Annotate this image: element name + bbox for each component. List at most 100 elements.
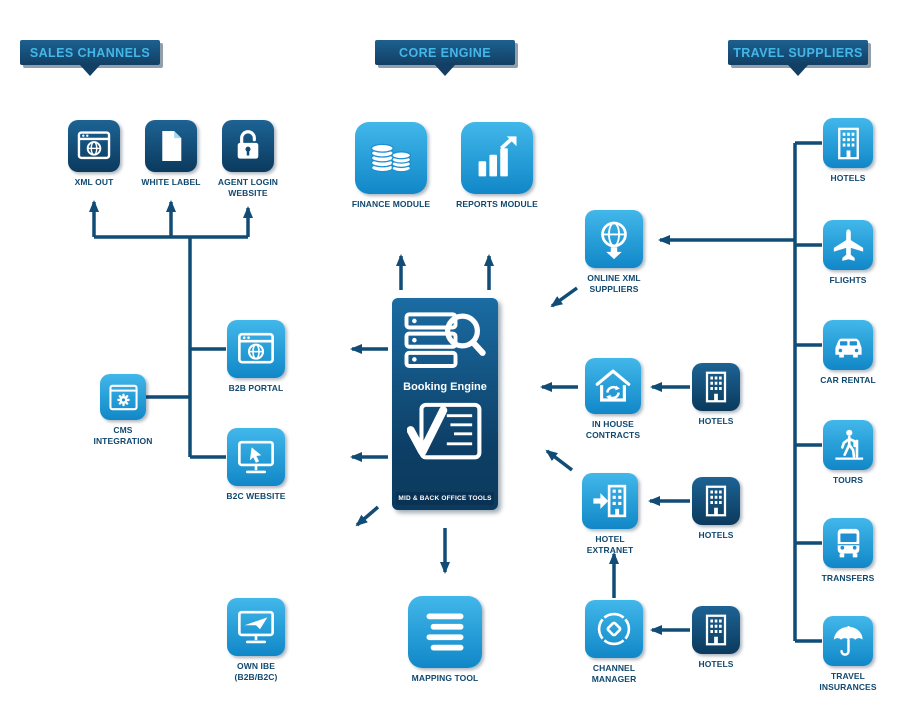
icon-tile xyxy=(222,120,274,172)
icon-tile xyxy=(823,320,873,370)
header-core-engine: CORE ENGINE xyxy=(375,40,515,76)
icon-tile xyxy=(227,598,285,656)
node-label: TRANSFERS xyxy=(821,573,875,583)
house-sync-icon xyxy=(592,365,634,407)
node-hotels-extranet: HOTELS xyxy=(681,477,751,541)
icon-tile xyxy=(227,320,285,378)
node-in-house-contracts: IN HOUSE CONTRACTS xyxy=(573,358,653,441)
node-sup-car-rental: CAR RENTAL xyxy=(808,320,888,386)
node-hotels-channel: HOTELS xyxy=(681,606,751,670)
node-label: IN HOUSE CONTRACTS xyxy=(585,419,641,441)
node-online-xml-suppliers: ONLINE XML SUPPLIERS xyxy=(574,210,654,295)
building-icon xyxy=(830,125,867,162)
monitor-plane-icon xyxy=(235,606,277,648)
node-mapping-tool: MAPPING TOOL xyxy=(400,596,490,684)
icon-tile xyxy=(823,518,873,568)
icon-tile xyxy=(585,358,641,414)
node-cms-integration: CMS INTEGRATION xyxy=(88,374,158,447)
globe-download-icon xyxy=(592,217,636,261)
building-icon xyxy=(698,483,734,519)
node-label: HOTELS xyxy=(830,173,866,183)
node-label: OWN IBE (B2B/B2C) xyxy=(234,661,278,683)
icon-tile xyxy=(68,120,120,172)
icon-tile xyxy=(585,210,643,268)
icon-tile xyxy=(582,473,638,529)
node-label: REPORTS MODULE xyxy=(456,199,538,209)
node-label: XML OUT xyxy=(74,177,114,187)
node-label: MAPPING TOOL xyxy=(411,673,479,683)
building-arrow-icon xyxy=(589,480,631,522)
node-label: B2C WEBSITE xyxy=(226,491,286,501)
building-icon xyxy=(698,612,734,648)
header-label: SALES CHANNELS xyxy=(29,45,151,60)
node-label: CHANNEL MANAGER xyxy=(591,663,637,685)
node-b2b-portal: B2B PORTAL xyxy=(216,320,296,394)
booking-engine-node: Booking Engine MID & BACK OFFICE TOOLS xyxy=(392,298,498,510)
icon-tile xyxy=(585,600,643,658)
window-gear-icon xyxy=(107,381,140,414)
server-search-icon xyxy=(403,310,487,373)
list-icon xyxy=(420,607,470,657)
node-label: HOTELS xyxy=(698,416,734,426)
node-label: FLIGHTS xyxy=(829,275,867,285)
node-finance-module: FINANCE MODULE xyxy=(346,122,436,210)
node-hotel-extranet: HOTEL EXTRANET xyxy=(580,473,640,556)
document-icon xyxy=(152,127,190,165)
browser-globe-icon xyxy=(235,328,277,370)
hub-arrows-icon xyxy=(593,608,635,650)
node-sup-travel-insurances: TRAVEL INSURANCES xyxy=(808,616,888,693)
node-label: FINANCE MODULE xyxy=(351,199,431,209)
icon-tile xyxy=(355,122,427,194)
node-label: ONLINE XML SUPPLIERS xyxy=(587,273,641,295)
icon-tile xyxy=(823,220,873,270)
lock-icon xyxy=(229,127,267,165)
node-sup-transfers: TRANSFERS xyxy=(808,518,888,584)
booking-engine-title: Booking Engine xyxy=(403,381,487,393)
node-label: CMS INTEGRATION xyxy=(93,425,153,447)
icon-tile xyxy=(227,428,285,486)
umbrella-icon xyxy=(830,623,867,660)
node-sup-tours: TOURS xyxy=(808,420,888,486)
node-label: TRAVEL INSURANCES xyxy=(819,671,877,693)
bar-chart-icon xyxy=(471,132,523,184)
node-label: HOTELS xyxy=(698,659,734,669)
icon-tile xyxy=(692,477,740,525)
header-sales-channels: SALES CHANNELS xyxy=(20,40,160,76)
header-label: TRAVEL SUPPLIERS xyxy=(733,45,863,60)
node-channel-manager: CHANNEL MANAGER xyxy=(584,600,644,685)
car-icon xyxy=(830,327,867,364)
booking-engine-subtitle: MID & BACK OFFICE TOOLS xyxy=(396,492,494,505)
node-white-label: WHITE LABEL xyxy=(134,120,208,188)
building-icon xyxy=(698,369,734,405)
node-own-ibe: OWN IBE (B2B/B2C) xyxy=(224,598,288,683)
icon-tile xyxy=(823,118,873,168)
icon-tile xyxy=(823,616,873,666)
icon-tile xyxy=(692,363,740,411)
header-label: CORE ENGINE xyxy=(399,45,491,60)
node-label: WHITE LABEL xyxy=(141,177,201,187)
icon-tile xyxy=(692,606,740,654)
icon-tile xyxy=(100,374,146,420)
icon-tile xyxy=(408,596,482,668)
monitor-cursor-icon xyxy=(235,436,277,478)
browser-globe-icon xyxy=(75,127,113,165)
node-sup-hotels: HOTELS xyxy=(808,118,888,184)
node-label: CAR RENTAL xyxy=(820,375,876,385)
node-agent-login-website: AGENT LOGIN WEBSITE xyxy=(208,120,288,199)
bus-icon xyxy=(830,525,867,562)
plane-icon xyxy=(830,227,867,264)
node-hotels-contracts: HOTELS xyxy=(681,363,751,427)
node-sup-flights: FLIGHTS xyxy=(808,220,888,286)
icon-tile xyxy=(823,420,873,470)
node-label: HOTELS xyxy=(698,530,734,540)
node-reports-module: REPORTS MODULE xyxy=(452,122,542,210)
document-check-icon xyxy=(407,401,483,463)
hiker-icon xyxy=(830,427,867,464)
node-label: AGENT LOGIN WEBSITE xyxy=(217,177,279,199)
node-label: B2B PORTAL xyxy=(228,383,284,393)
header-travel-suppliers: TRAVEL SUPPLIERS xyxy=(728,40,868,76)
node-label: HOTEL EXTRANET xyxy=(586,534,634,556)
node-xml-out: XML OUT xyxy=(57,120,131,188)
node-label: TOURS xyxy=(832,475,864,485)
